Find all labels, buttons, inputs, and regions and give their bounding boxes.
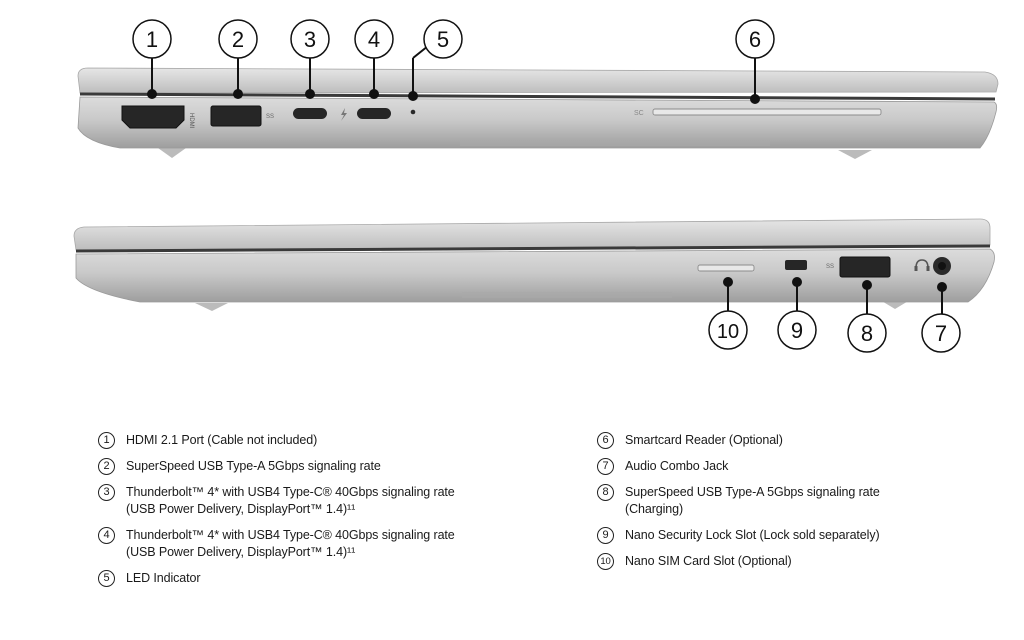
callout-number-5: 5: [437, 27, 449, 52]
callout-numbers: 1 2 3 4 5 6 7 8 9 10: [146, 27, 947, 346]
callout-number-6: 6: [749, 27, 761, 52]
callout-circle-4: [354, 19, 394, 59]
callout-number-8: 8: [861, 321, 873, 346]
callout-circle-9: [777, 310, 817, 350]
legend-item: 9 Nano Security Lock Slot (Lock sold sep…: [597, 527, 957, 544]
legend-left-column: 1 HDMI 2.1 Port (Cable not included) 2 S…: [98, 430, 498, 587]
thunderbolt-usbc-port-1: [293, 108, 327, 119]
callout-number-4: 4: [368, 27, 380, 52]
callout-circle-7: [921, 313, 961, 353]
usb-symbol: SS: [826, 264, 834, 270]
legend-number: 10: [597, 553, 614, 570]
legend-item: 6 Smartcard Reader (Optional): [597, 432, 957, 449]
callout-number-10: 10: [717, 321, 739, 343]
legend-text: LED Indicator: [126, 571, 201, 585]
callout-circle-10: [708, 310, 748, 350]
rubber-foot: [195, 303, 228, 311]
smartcard-reader-slot: [652, 108, 882, 116]
thunderbolt-icon: [341, 108, 347, 121]
legend-number: 8: [597, 484, 614, 501]
legend-item: 5 LED Indicator: [98, 570, 498, 587]
lid-seam: [75, 244, 991, 253]
rubber-foot: [838, 150, 872, 159]
legend-number: 7: [597, 458, 614, 475]
usb-a-port: [210, 105, 262, 127]
legend-item: 3 Thunderbolt™ 4* with USB4 Type-C® 40Gb…: [98, 484, 466, 518]
laptop-side-views-diagram: HDMI SS SC: [73, 19, 999, 353]
callout-circle-6: [735, 19, 775, 59]
legend-item: 10 Nano SIM Card Slot (Optional): [597, 553, 957, 570]
laptop-left-side-view: HDMI SS SC: [77, 45, 999, 159]
hdmi-port-label: HDMI: [188, 113, 194, 129]
legend-item: 1 HDMI 2.1 Port (Cable not included): [98, 432, 498, 449]
usb-symbol: SS: [266, 114, 274, 120]
rubber-foot: [158, 148, 186, 158]
legend-item: 4 Thunderbolt™ 4* with USB4 Type-C® 40Gb…: [98, 527, 466, 561]
legend-text: Nano Security Lock Slot (Lock sold separ…: [625, 528, 880, 542]
callout-group: [132, 19, 961, 353]
callout-circle-2: [218, 19, 258, 59]
callout-circle-8: [847, 313, 887, 353]
headphone-icon: [915, 259, 929, 269]
callout-number-3: 3: [304, 27, 316, 52]
led-indicator: [410, 109, 416, 115]
legend-text: Thunderbolt™ 4* with USB4 Type-C® 40Gbps…: [126, 528, 455, 559]
callout-number-7: 7: [935, 321, 947, 346]
legend-right-column: 6 Smartcard Reader (Optional) 7 Audio Co…: [597, 430, 957, 570]
callout-circle-5: [423, 19, 463, 59]
legend-number: 1: [98, 432, 115, 449]
usb-a-charging-port: [839, 256, 891, 278]
legend-number: 3: [98, 484, 115, 501]
vent-grille: [462, 292, 672, 298]
legend-text: Thunderbolt™ 4* with USB4 Type-C® 40Gbps…: [126, 485, 455, 516]
legend-text: SuperSpeed USB Type-A 5Gbps signaling ra…: [625, 485, 880, 516]
legend-text: Audio Combo Jack: [625, 459, 729, 473]
nano-sim-card-slot: [697, 264, 755, 272]
legend-text: Smartcard Reader (Optional): [625, 433, 783, 447]
callout-number-1: 1: [146, 27, 158, 52]
lid-seam: [79, 92, 996, 101]
legend-number: 6: [597, 432, 614, 449]
callout-circle-1: [132, 19, 172, 59]
legend-item: 8 SuperSpeed USB Type-A 5Gbps signaling …: [597, 484, 925, 518]
legend-item: 7 Audio Combo Jack: [597, 458, 957, 475]
laptop-base: [75, 248, 995, 303]
callout-circle-3: [290, 19, 330, 59]
callout-number-2: 2: [232, 27, 244, 52]
callout-number-9: 9: [791, 318, 803, 343]
vent-grille: [460, 140, 770, 146]
laptop-right-side-view: SS: [73, 218, 995, 316]
legend-number: 2: [98, 458, 115, 475]
nano-security-lock-slot: [785, 260, 807, 270]
legend-text: HDMI 2.1 Port (Cable not included): [126, 433, 318, 447]
smartcard-label: SC: [634, 110, 644, 117]
legend-item: 2 SuperSpeed USB Type-A 5Gbps signaling …: [98, 458, 498, 475]
legend-text: Nano SIM Card Slot (Optional): [625, 554, 792, 568]
legend-number: 5: [98, 570, 115, 587]
legend-number: 4: [98, 527, 115, 544]
laptop-lid: [73, 218, 991, 251]
legend-text: SuperSpeed USB Type-A 5Gbps signaling ra…: [126, 459, 381, 473]
legend-number: 9: [597, 527, 614, 544]
thunderbolt-usbc-port-2: [357, 108, 391, 119]
laptop-lid: [77, 67, 999, 94]
hdmi-port: [121, 105, 185, 129]
